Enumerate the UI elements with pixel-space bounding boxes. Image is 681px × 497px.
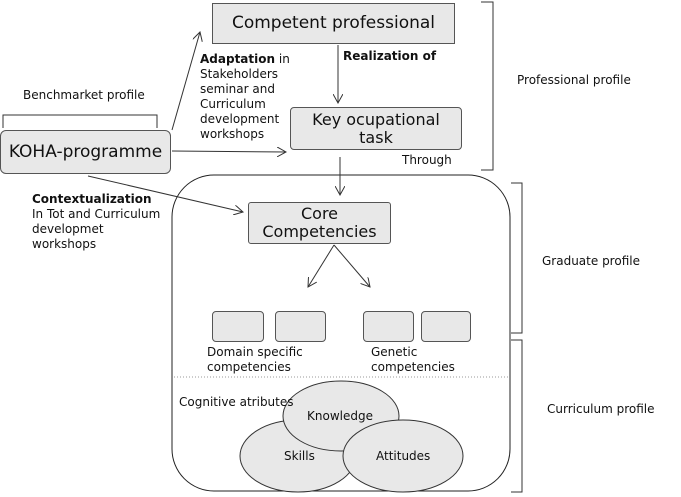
professional-bracket: [481, 1, 494, 171]
core-competencies-box: Core Competencies: [248, 202, 391, 244]
context-line-3: workshops: [32, 237, 97, 251]
realization-label: Realization of: [343, 49, 437, 63]
genetic-line-1: Genetic: [371, 345, 418, 359]
benchmark-label: Benchmarket profile: [23, 88, 145, 102]
contextualization-label: Contextualization In Tot and Curriculum …: [32, 192, 160, 252]
arrow-koha-to-key-task: [171, 151, 286, 152]
context-line-1: In Tot and Curriculum: [32, 207, 161, 221]
arrow-core-to-genetic: [333, 244, 370, 287]
graduate-bracket: [511, 182, 523, 334]
professional-profile-label: Professional profile: [517, 73, 631, 87]
attitudes-label: Attitudes: [376, 449, 431, 463]
curriculum-profile-label: Curriculum profile: [547, 402, 655, 416]
graduate-container: [171, 174, 511, 492]
domain-box-1: [212, 311, 264, 342]
knowledge-label: Knowledge: [307, 409, 373, 423]
arrow-core-to-domain: [308, 244, 335, 287]
adaptation-line-4: development: [200, 112, 280, 126]
skills-label: Skills: [284, 449, 315, 463]
attitudes-ellipse: [342, 419, 464, 493]
through-label: Through: [402, 153, 452, 167]
adaptation-line-5: workshops: [200, 127, 265, 141]
domain-label: Domain specific competencies: [207, 345, 303, 375]
core-text-2: Competencies: [262, 222, 377, 241]
arrow-koha-to-core: [87, 175, 243, 212]
key-task-text-2: task: [359, 127, 393, 147]
core-text-1: Core: [300, 204, 339, 224]
adaptation-label: Adaptation in Stakeholders seminar and C…: [200, 52, 290, 142]
arrow-koha-to-competent: [171, 32, 200, 131]
key-task-box: Key ocupational task: [290, 107, 462, 150]
adaptation-line-2: seminar and: [200, 82, 275, 96]
adaptation-line-3: Curriculum: [200, 97, 266, 111]
genetic-box-2: [421, 311, 471, 342]
key-task-text-1: Key ocupational: [312, 109, 440, 129]
adaptation-rest: in: [275, 52, 290, 66]
curriculum-bracket: [511, 339, 523, 493]
genetic-line-2: competencies: [371, 360, 455, 374]
domain-line-1: Domain specific: [207, 345, 303, 359]
contextualization-bold: Contextualization: [32, 192, 152, 206]
domain-box-2: [275, 311, 326, 342]
competent-professional-text: Competent professional: [231, 13, 436, 34]
adaptation-bold: Adaptation: [200, 52, 276, 66]
benchmark-bracket: [2, 114, 158, 128]
genetic-label: Genetic competencies: [371, 345, 455, 375]
graduate-profile-label: Graduate profile: [542, 254, 640, 268]
genetic-box-1: [363, 311, 414, 342]
koha-text: KOHA-programme: [8, 141, 163, 162]
cognitive-label: Cognitive atributes: [179, 395, 294, 409]
context-line-2: developmet: [32, 222, 104, 236]
koha-box: KOHA-programme: [0, 130, 171, 174]
domain-line-2: competencies: [207, 360, 291, 374]
competent-professional-box: Competent professional: [212, 3, 455, 44]
adaptation-line-1: Stakeholders: [200, 67, 279, 81]
